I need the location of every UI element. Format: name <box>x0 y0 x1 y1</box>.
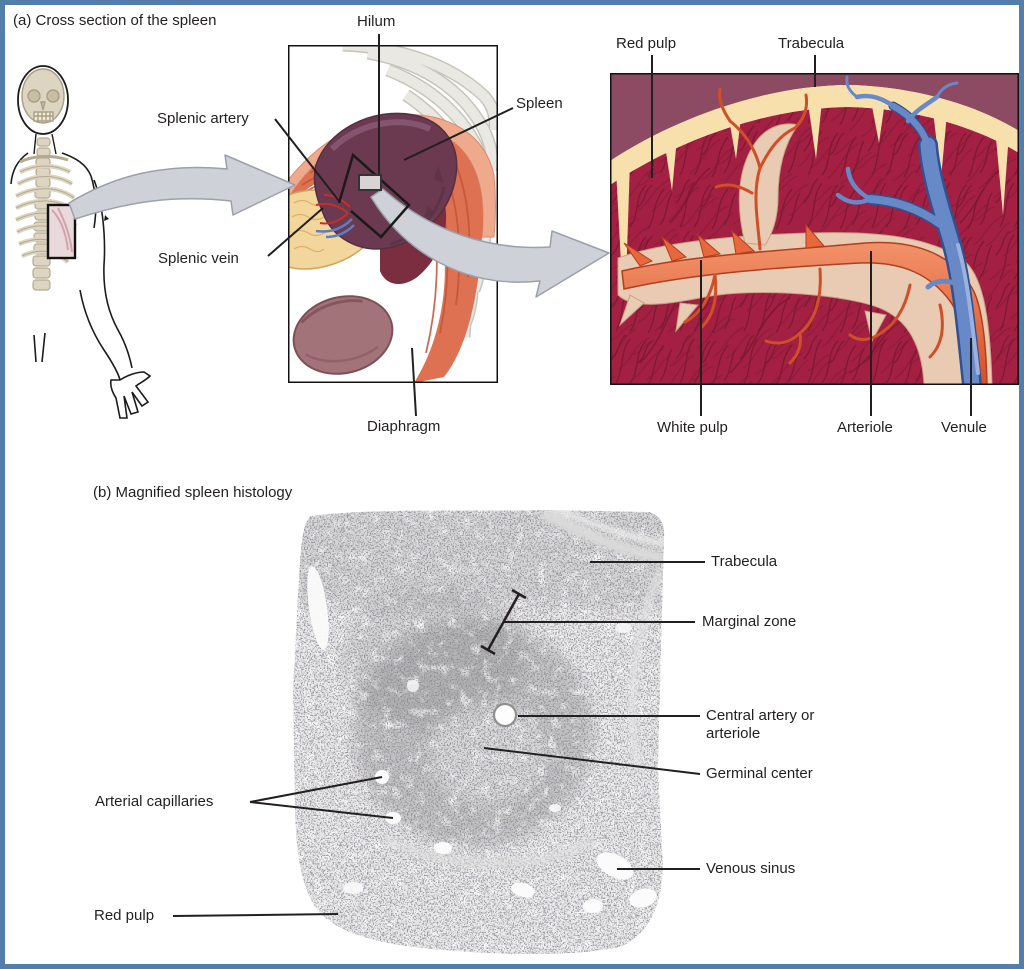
kidney <box>292 295 394 375</box>
human-figure <box>10 65 152 450</box>
spleen-in-situ-panel <box>288 45 498 383</box>
label-red-pulp-b: Red pulp <box>94 907 155 924</box>
label-venous-sinus: Venous sinus <box>706 860 796 877</box>
label-trabecula-a: Trabecula <box>778 35 845 52</box>
spleen-location-box <box>46 203 77 260</box>
trabecula-streaks <box>380 510 665 868</box>
label-arteriole: Arteriole <box>837 419 893 436</box>
label-splenic-vein: Splenic vein <box>158 250 239 267</box>
label-splenic-artery: Splenic artery <box>157 110 249 127</box>
label-white-pulp: White pulp <box>657 419 728 436</box>
label-diaphragm: Diaphragm <box>367 418 441 435</box>
central-artery-lumen <box>492 702 518 728</box>
histology-micrograph <box>293 510 665 954</box>
label-venule: Venule <box>941 419 987 436</box>
label-germinal-center: Germinal center <box>706 765 813 782</box>
label-spleen: Spleen <box>516 95 563 112</box>
venous-sinus-space <box>596 852 634 880</box>
label-red-pulp-a: Red pulp <box>616 35 677 52</box>
section-a-title: (a) Cross section of the spleen <box>13 12 217 29</box>
label-marginal-zone: Marginal zone <box>702 613 797 630</box>
central-arteriole <box>621 87 988 385</box>
label-central-artery: Central artery or arteriole <box>706 707 815 742</box>
label-trabecula-b: Trabecula <box>711 553 778 570</box>
section-b-title: (b) Magnified spleen histology <box>93 484 293 501</box>
label-arterial-capillaries: Arterial capillaries <box>95 793 214 810</box>
label-hilum: Hilum <box>357 13 396 30</box>
spleen-tissue-panel <box>610 73 1019 385</box>
venule-vessel <box>835 75 982 385</box>
